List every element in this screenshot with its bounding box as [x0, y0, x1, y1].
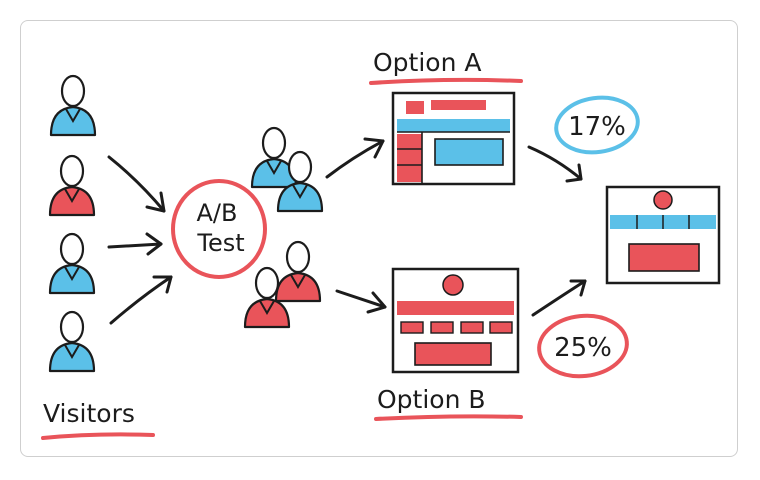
- ab-test-label-line1: A/B: [197, 199, 238, 227]
- visitors-label: Visitors: [43, 399, 135, 428]
- option-b-rate: 25%: [554, 333, 612, 363]
- group-b-person-icon-front: [274, 240, 322, 303]
- option-b-label: Option B: [377, 385, 486, 414]
- group-a-person-icon-back: [250, 126, 298, 189]
- diagram-card: Visitors A/B Test Option A: [20, 20, 738, 457]
- option-a-label: Option A: [373, 48, 481, 77]
- visitors-underline: [41, 432, 155, 440]
- group-arrows: [325, 137, 387, 314]
- winning-page-mockup: [605, 185, 721, 285]
- visitor-icon-2: [48, 154, 96, 217]
- result-arrows: [527, 145, 587, 317]
- ab-test-diagram: Visitors A/B Test Option A: [41, 48, 721, 440]
- option-a-rate-circle: [554, 95, 640, 155]
- option-b-rate-circle: [537, 313, 629, 379]
- ab-test-circle: [171, 179, 267, 279]
- visitor-icon-4: [48, 310, 96, 373]
- option-b-underline: [374, 414, 523, 421]
- visitor-arrows: [107, 155, 173, 325]
- ab-test-label-line2: Test: [196, 229, 244, 257]
- option-a-page-mockup: [391, 91, 516, 186]
- option-a-underline: [369, 77, 523, 85]
- option-a-rate: 17%: [568, 112, 626, 142]
- visitor-icon-1: [49, 74, 97, 137]
- option-b-page-mockup: [391, 267, 520, 374]
- visitor-icon-3: [48, 232, 96, 295]
